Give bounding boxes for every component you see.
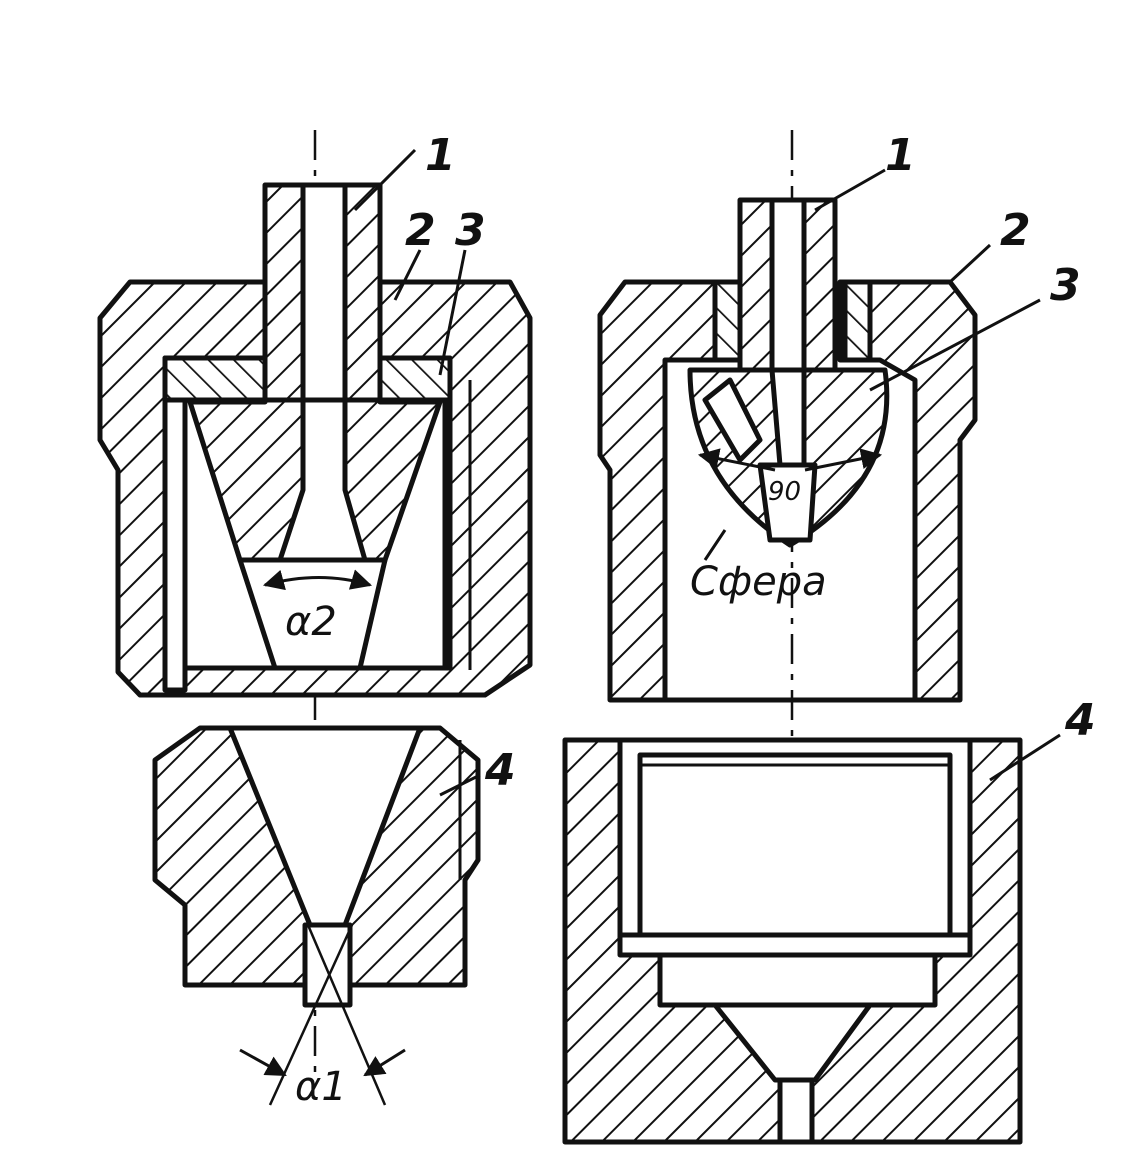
left-label-1: 1 [425, 130, 456, 181]
left-tip-orifice [302, 922, 353, 1008]
left-label-2: 2 [405, 205, 436, 256]
right-washer-left [712, 279, 743, 363]
right-nozzle-assembly [562, 130, 1061, 1145]
left-leader-3 [438, 249, 467, 376]
left-label-3: 3 [455, 205, 486, 256]
left-nozzle-assembly [97, 130, 533, 1106]
right-sphere-lower [757, 462, 818, 543]
right-label-2: 2 [1000, 205, 1031, 256]
right-cap-nut [597, 279, 743, 703]
right-washer [842, 279, 873, 363]
right-angle-arrow-right [804, 448, 883, 472]
left-label-alpha1: α1 [295, 1064, 347, 1110]
right-angle-arrow-left [697, 448, 776, 472]
right-tip-seat [657, 952, 938, 1008]
right-sphere-inner [702, 377, 763, 463]
left-alpha2-arc [262, 569, 373, 591]
right-label-sphere: Сфера [690, 559, 827, 605]
right-leader-3 [869, 298, 1041, 392]
left-alpha1-arrow-right [363, 1048, 406, 1077]
left-leader-2 [393, 249, 422, 301]
right-tip-step [617, 932, 973, 958]
left-washer-right [377, 355, 453, 403]
right-leader-sphere [703, 529, 727, 561]
right-label-angle: 90 [768, 477, 801, 507]
right-label-3: 3 [1050, 260, 1081, 311]
right-leader-1 [814, 168, 886, 212]
left-label-alpha2: α2 [285, 599, 337, 645]
right-label-4: 4 [1064, 695, 1096, 746]
right-leader-4 [989, 733, 1061, 782]
right-tip-cone [712, 1002, 873, 1083]
right-tip-orifice [777, 1077, 815, 1145]
right-sphere-channel [769, 367, 807, 468]
right-leader-2 [948, 243, 992, 284]
right-label-1: 1 [885, 130, 916, 181]
left-label-4: 4 [484, 745, 516, 796]
left-washer [162, 355, 268, 403]
left-alpha1-arrow-left [239, 1048, 287, 1077]
left-leader-4 [439, 773, 481, 797]
left-leader-1 [353, 148, 417, 212]
right-tip-liner [637, 752, 953, 938]
